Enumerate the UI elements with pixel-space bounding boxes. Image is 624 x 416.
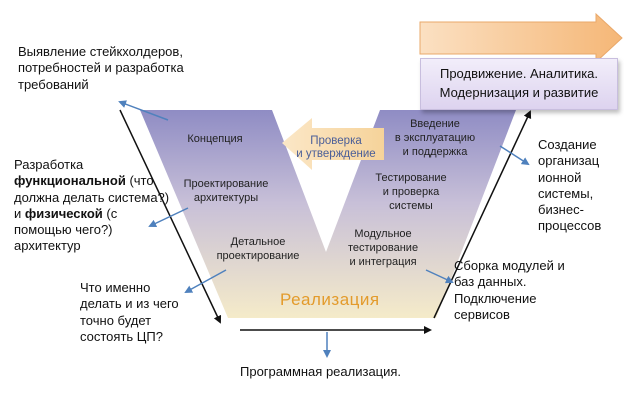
stage-unit-testing: Модульное тестирование и интеграция [347,228,419,268]
note-requirements: Выявление стейкхолдеров, потребностей и … [18,44,184,92]
stage-deployment-support: Введение в эксплуатацию и поддержка [394,118,476,158]
stage-concept: Концепция [187,133,243,145]
note-detailed: Что именно делать и из чего точно будет … [80,280,179,344]
note-architecture-bold1: функциональной [14,173,126,189]
note-implementation: Программная реализация. [240,364,402,379]
note-integration: Сборка модулей и баз данных. Подключение… [454,258,565,322]
pointer-requirements [118,100,169,121]
pointer-detailed [184,269,227,293]
promotion-line-1: Продвижение. Аналитика. [439,66,599,82]
note-architecture-tail: (с помощью чего?) архитектур [14,205,118,254]
pointer-integration [425,269,454,284]
right-up-arrow [433,110,532,319]
pointer-organization [499,145,530,166]
promotion-line-2: Модернизация и развитие [439,85,599,100]
top-progress-arrow [419,12,623,64]
stage-detailed-design: Детальное проектирование [216,236,300,262]
pointer-architecture [148,207,189,228]
check-arrow-label: Проверка и утверждение [296,135,376,161]
note-architecture-bold2: физической [24,205,103,221]
stage-architecture-design: Проектирование архитектуры [183,178,269,204]
note-architecture-line1: Разработка [14,157,84,172]
stage-system-testing: Тестирование и проверка системы [375,172,447,212]
note-organization: Создание организац ионной системы, бизне… [538,137,602,234]
stage-implementation: Реализация [280,290,380,309]
check-arrow [282,118,384,170]
note-architecture-mid: (что должна делать система?) и [14,173,170,221]
v-shape [140,110,516,318]
promotion-banner: Продвижение. Аналитика. Модернизация и р… [420,58,618,110]
